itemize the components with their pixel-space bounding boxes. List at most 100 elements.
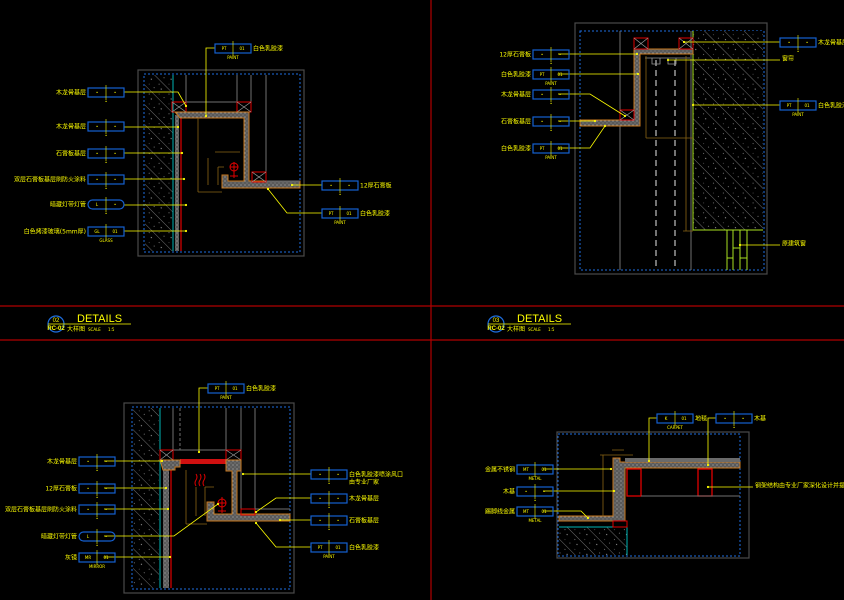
material-callout[interactable]: 钢架结构由专业厂家深化设计并提供安装	[706, 482, 844, 490]
material-callout[interactable]: •••石膏板基层	[501, 114, 597, 133]
tag-code: K	[665, 416, 668, 421]
wall-board	[163, 470, 169, 588]
callout-label: 白色乳胶漆	[253, 45, 283, 53]
material-callout[interactable]: 窗帘	[666, 55, 794, 63]
material-callout[interactable]: 原建筑窗	[738, 240, 806, 248]
tag-material: •	[105, 99, 107, 104]
material-callout[interactable]: •••石膏板基层	[56, 146, 184, 165]
leader-line	[648, 417, 657, 461]
material-callout[interactable]: L••暗藏灯带灯管	[50, 197, 188, 216]
leader-dot	[182, 177, 186, 181]
tag-number: •	[114, 202, 116, 207]
leader-dot	[254, 510, 258, 514]
tag-code: •	[541, 52, 543, 57]
callout-layer: •••木龙骨基层•••木龙骨基层•••石膏板基层•••双层石膏板基层刷防火涂料L…	[5, 35, 844, 569]
tag-material: PAINT	[545, 81, 557, 86]
tag-material: PAINT	[792, 112, 804, 117]
material-callout[interactable]: •••木基	[503, 484, 616, 503]
timber-cross	[171, 101, 187, 113]
timber-block	[619, 109, 635, 121]
tag-code: •	[724, 416, 726, 421]
detail-panel-top-right	[574, 22, 768, 275]
material-callout[interactable]: •••12厚石膏板	[45, 481, 168, 500]
material-callout[interactable]: L••暗藏灯带灯管	[41, 502, 220, 548]
window-frame	[726, 230, 748, 270]
tag-code: •	[541, 92, 543, 97]
detail-panel-bottom-right	[556, 431, 750, 559]
timber-cross	[251, 171, 267, 183]
callout-label: 木龙骨基层	[501, 91, 531, 99]
tag-material: CARPET	[667, 425, 683, 430]
material-callout[interactable]: •••木龙骨基层	[56, 119, 180, 138]
callout-label: 双层石膏板基层刷防火涂料	[14, 176, 86, 184]
material-callout[interactable]: •••双层石膏板基层刷防火涂料	[14, 172, 186, 191]
callout-label: 12厚石膏板	[360, 182, 392, 190]
material-callout[interactable]: •••12厚石膏板	[499, 47, 639, 66]
timber-cross	[678, 37, 694, 50]
material-callout[interactable]: •••木龙骨基层	[501, 87, 627, 118]
callout-label: 地毯	[695, 415, 707, 423]
detail-number: 02	[53, 318, 60, 324]
vent-grille	[180, 459, 226, 464]
material-callout[interactable]: •••木龙骨基层	[56, 85, 188, 108]
tag-number: •	[114, 151, 116, 156]
leader-dot	[623, 114, 627, 118]
timber-cross	[236, 101, 252, 113]
tag-material: MIRROR	[89, 564, 105, 569]
tag-code: L	[87, 534, 90, 539]
tag-material: •	[96, 468, 98, 473]
leader-line	[558, 93, 626, 117]
material-callout[interactable]: •••双层石膏板基层刷防火涂料	[5, 502, 170, 521]
material-callout[interactable]: •••石膏板基层	[278, 513, 379, 532]
tag-code: PT	[222, 46, 227, 51]
detail-panel-bottom-left	[123, 402, 295, 594]
callout-label: 窗帘	[782, 55, 794, 63]
material-callout[interactable]: •••木龙骨基层	[682, 35, 844, 54]
tag-material: •	[328, 505, 330, 510]
callout-label: 白色乳胶漆	[360, 210, 390, 218]
leader-dot	[176, 125, 180, 129]
tag-code: PT	[540, 146, 545, 151]
material-callout[interactable]: •••木基	[706, 411, 766, 467]
tag-material: •	[550, 101, 552, 106]
leader-line	[267, 188, 322, 214]
leader-dot	[184, 104, 188, 108]
tag-material: •	[96, 543, 98, 548]
callout-label: 金属不锈钢	[485, 466, 515, 474]
tag-material: •	[733, 425, 735, 430]
dim-lines	[600, 449, 633, 516]
tag-code: •	[788, 40, 790, 45]
tag-code: MT	[523, 467, 529, 472]
tag-number: •	[337, 472, 339, 477]
tag-code: •	[319, 518, 321, 523]
carpet-layer	[625, 458, 740, 462]
material-callout[interactable]: •••木龙骨基层	[47, 454, 164, 473]
material-callout[interactable]: •••木龙骨基层	[254, 491, 379, 514]
callout-label: 木龙骨基层	[56, 89, 86, 97]
timber-cross	[619, 109, 635, 121]
callout-label: 白色乳胶漆喷涂风口	[349, 471, 403, 479]
tag-code: •	[330, 183, 332, 188]
tag-number: •	[806, 40, 808, 45]
callout-label: 白色乳胶漆	[818, 102, 844, 110]
material-callout[interactable]: •••12厚石膏板	[290, 178, 392, 197]
tag-number: 01	[681, 416, 687, 421]
callout-label: 白色乳胶漆	[349, 544, 379, 552]
timber-block	[633, 37, 649, 50]
tag-material: METAL	[528, 476, 542, 481]
concrete-floor	[559, 527, 627, 555]
